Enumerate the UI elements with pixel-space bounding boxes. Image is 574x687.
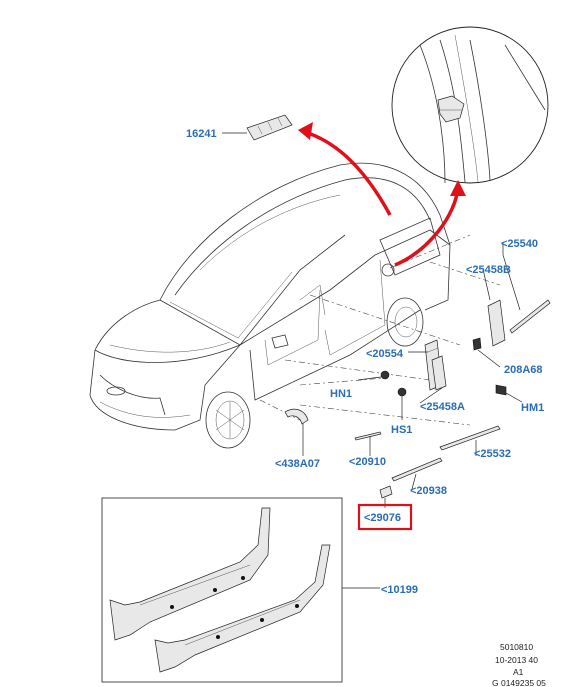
part-hn1-plug [357, 370, 390, 381]
doc-ref-line4: G 0149235 05 [492, 678, 546, 687]
label-25540: <25540 [501, 238, 538, 250]
label-25458b: <25458B [466, 264, 511, 276]
part-20938-strip [391, 457, 443, 490]
vehicle-illustration [89, 162, 451, 449]
label-20910: <20910 [349, 456, 386, 468]
detail-inset [391, 26, 549, 184]
part-hm1-plug [495, 384, 523, 403]
part-25532-strip [439, 425, 501, 456]
label-25458a: <25458A [420, 401, 465, 413]
label-10199: <10199 [381, 584, 418, 596]
part-438a07-liner [284, 408, 309, 456]
part-20910-strip [354, 431, 382, 456]
arrow-head-up-icon [450, 180, 466, 196]
callout-arrows [298, 122, 466, 267]
document-reference: 5010810 10-2013 40 A1 G 0149235 05 [492, 642, 546, 687]
sill-panel-box [101, 497, 380, 683]
label-208a68: 208A68 [504, 364, 543, 376]
label-438a07: <438A07 [275, 458, 320, 470]
highlight-box-29076 [357, 503, 413, 531]
label-29076: <29076 [364, 512, 401, 524]
part-208a68-clip [472, 337, 501, 368]
label-hm1: HM1 [521, 402, 544, 414]
part-16241-clip [222, 114, 293, 141]
guide-lines [259, 234, 501, 426]
label-16241: 16241 [186, 128, 217, 140]
part-labels: 16241 <25540 <25458B <20554 208A68 HN1 H… [186, 128, 544, 596]
doc-ref-line2: 10-2013 40 [495, 655, 538, 665]
parts [222, 114, 551, 508]
label-hs1: HS1 [391, 424, 412, 436]
part-29076-clip [379, 485, 393, 508]
label-20938: <20938 [410, 485, 447, 497]
part-25458b-trim [482, 268, 506, 347]
label-hn1: HN1 [330, 388, 352, 400]
part-hs1-plug [397, 387, 407, 420]
doc-ref-line3: A1 [513, 667, 524, 677]
label-20554: <20554 [366, 348, 404, 360]
label-25532: <25532 [474, 448, 511, 460]
doc-ref-line1: 5010810 [500, 642, 533, 652]
part-25540-strip [502, 243, 551, 334]
arrow-head-left-icon [298, 122, 313, 140]
part-25458a-trim [419, 355, 447, 404]
